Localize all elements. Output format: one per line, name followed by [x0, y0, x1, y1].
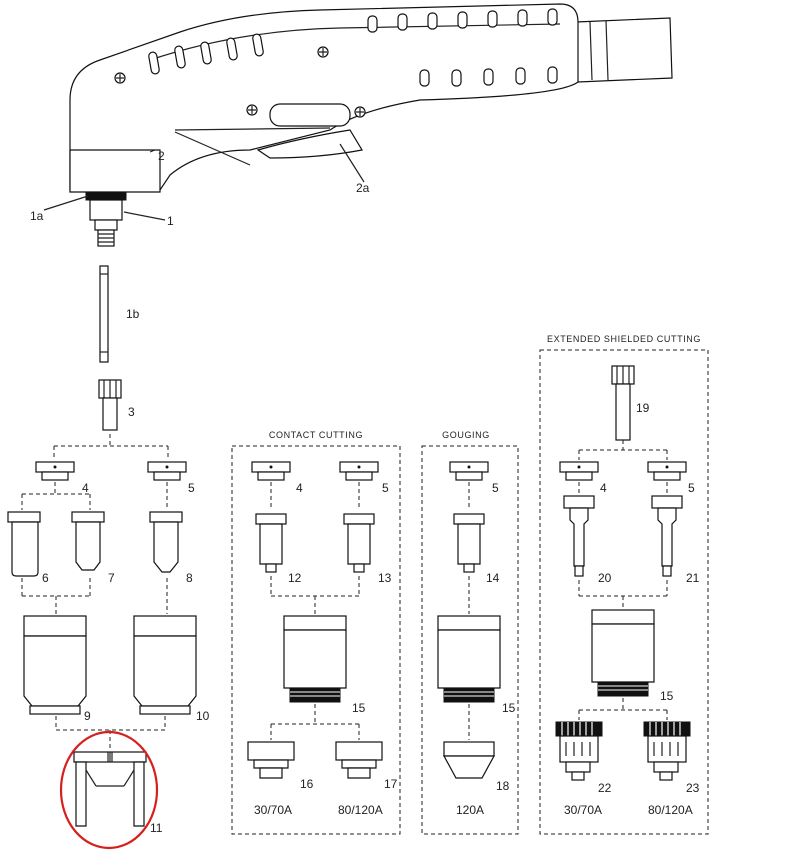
- part-4-contact: [251, 461, 291, 481]
- gouging-box: [421, 445, 519, 835]
- label-5-contact: 5: [382, 481, 389, 495]
- gouging-title: GOUGING: [442, 430, 490, 440]
- label-1a: 1a: [30, 209, 44, 223]
- part-19: [611, 365, 635, 441]
- label-22: 22: [598, 781, 612, 795]
- label-19: 19: [636, 401, 650, 415]
- label-2: 2: [158, 149, 165, 163]
- part-7: [71, 511, 105, 571]
- part-16: [247, 741, 295, 779]
- torch-handle: [69, 3, 673, 247]
- label-21: 21: [686, 571, 700, 585]
- part-9: [23, 615, 87, 715]
- caption-22: 30/70A: [564, 803, 602, 817]
- label-14: 14: [486, 571, 500, 585]
- extended-title: EXTENDED SHIELDED CUTTING: [547, 334, 701, 344]
- part-4-left: [35, 461, 75, 481]
- label-4-extended: 4: [600, 481, 607, 495]
- label-23: 23: [686, 781, 700, 795]
- label-20: 20: [598, 571, 612, 585]
- part-20: [563, 495, 595, 577]
- highlight-ellipse: [59, 730, 159, 850]
- label-15-gouging: 15: [502, 701, 516, 715]
- caption-18: 120A: [456, 803, 484, 817]
- label-1b: 1b: [126, 307, 140, 321]
- caption-17: 80/120A: [338, 803, 383, 817]
- contact-cutting-box: [231, 445, 401, 835]
- part-5-left: [147, 461, 187, 481]
- caption-16: 30/70A: [254, 803, 292, 817]
- label-13: 13: [378, 571, 392, 585]
- part-4-extended: [559, 461, 599, 481]
- label-1: 1: [167, 214, 174, 228]
- part-23: [643, 721, 691, 781]
- label-5-gouging: 5: [492, 481, 499, 495]
- part-13: [343, 513, 375, 573]
- label-17: 17: [384, 777, 398, 791]
- part-5-extended: [647, 461, 687, 481]
- part-15-extended: [591, 609, 655, 697]
- part-5-contact: [339, 461, 379, 481]
- label-18: 18: [496, 779, 510, 793]
- part-5-gouging: [449, 461, 489, 481]
- label-15-contact: 15: [352, 701, 366, 715]
- part-3: [98, 379, 122, 431]
- part-18: [442, 741, 496, 779]
- label-5-extended: 5: [688, 481, 695, 495]
- part-15-gouging: [437, 615, 501, 703]
- part-10: [133, 615, 197, 715]
- contact-cutting-title: CONTACT CUTTING: [269, 430, 363, 440]
- part-15-contact: [283, 615, 347, 703]
- label-16: 16: [300, 777, 314, 791]
- part-8: [149, 511, 183, 573]
- part-14: [453, 513, 485, 573]
- part-12: [255, 513, 287, 573]
- label-5-left: 5: [188, 481, 195, 495]
- label-10: 10: [196, 709, 210, 723]
- label-15-extended: 15: [660, 689, 674, 703]
- label-2a: 2a: [356, 181, 370, 195]
- label-6: 6: [42, 571, 49, 585]
- extended-box: [539, 349, 709, 835]
- label-4-contact: 4: [296, 481, 303, 495]
- part-17: [335, 741, 383, 779]
- label-4-left: 4: [82, 481, 89, 495]
- part-6: [7, 511, 41, 577]
- label-8: 8: [186, 571, 193, 585]
- caption-23: 80/120A: [648, 803, 693, 817]
- label-11: 11: [150, 821, 163, 835]
- label-12: 12: [288, 571, 302, 585]
- part-22: [555, 721, 603, 781]
- part-21: [651, 495, 683, 577]
- label-9: 9: [84, 709, 91, 723]
- part-11: [73, 751, 147, 827]
- part-1b-tube: [99, 265, 109, 363]
- label-7: 7: [108, 571, 115, 585]
- label-3: 3: [128, 405, 135, 419]
